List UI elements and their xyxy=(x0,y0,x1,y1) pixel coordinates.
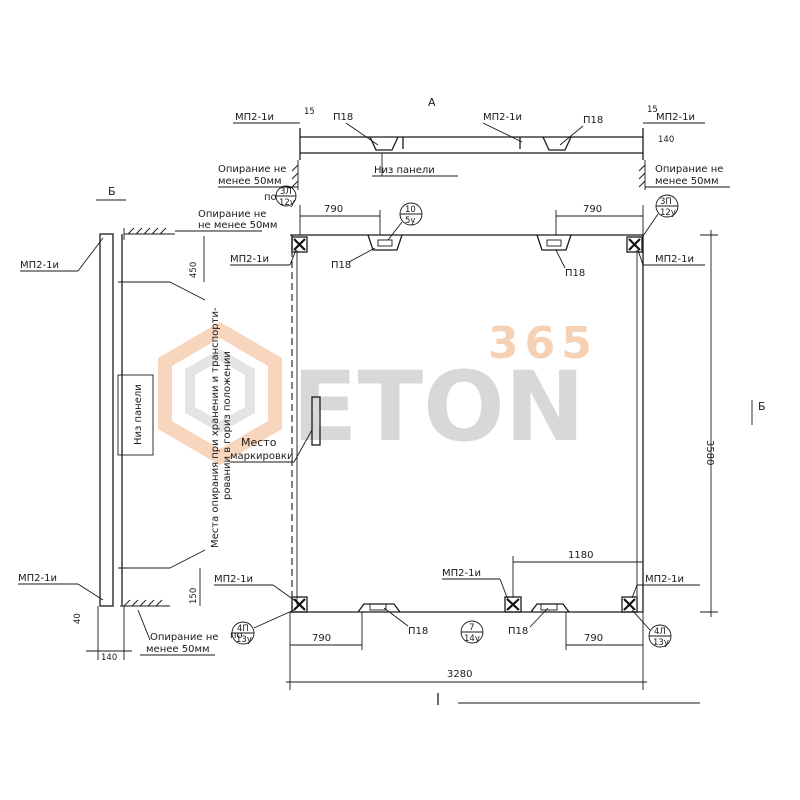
label-mp-main-bm: МП2-1и xyxy=(442,568,481,579)
callout-10-top: 10 xyxy=(405,205,416,215)
section-mark-a: А xyxy=(428,96,436,109)
dim-790-bottom-left: 790 xyxy=(312,633,331,644)
main-elevation: Место маркировки МП2-1и МП2-1и П18 П18 7… xyxy=(214,185,766,705)
callout-3l-top: 3Л xyxy=(280,187,292,197)
watermark-logo-icon xyxy=(158,321,282,466)
callout-7-top: 7 xyxy=(469,623,474,633)
label-mp-main-tl: МП2-1и xyxy=(230,254,269,265)
watermark-number: 365 xyxy=(488,318,598,369)
dim-15-right: 15 xyxy=(647,105,658,115)
dim-790-bottom-right: 790 xyxy=(584,633,603,644)
callout-4p-bottom: 13у xyxy=(236,635,252,645)
label-mp-side-top: МП2-1и xyxy=(20,260,59,271)
label-p18-main-bl: П18 xyxy=(408,626,428,637)
label-support-tl-1: Опирание не xyxy=(218,164,286,175)
callout-4p-13y: 4П 13у xyxy=(231,609,295,645)
label-po-bl: по xyxy=(230,630,243,641)
label-support-side-b2: менее 50мм xyxy=(146,644,210,655)
callout-3p-top: 3П xyxy=(660,197,672,207)
dim-140-side: 140 xyxy=(101,653,117,663)
label-mp-top-mid: МП2-1и xyxy=(483,112,522,123)
callout-7-14y: 7 14у xyxy=(460,620,484,644)
label-bottom-of-panel-side: Низ панели xyxy=(133,384,144,445)
callout-7-bottom: 14у xyxy=(464,634,480,644)
callout-4p-top: 4П xyxy=(237,624,249,634)
dim-790-top-left: 790 xyxy=(324,204,343,215)
label-support-side-b1: Опирание не xyxy=(150,632,218,643)
label-mp-top-right: МП2-1и xyxy=(656,112,695,123)
label-p18-main-tl: П18 xyxy=(331,260,351,271)
label-p18-top-right: П18 xyxy=(583,115,603,126)
label-marking-2: маркировки xyxy=(230,451,293,462)
callout-4l-top: 4Л xyxy=(654,627,666,637)
label-mp-main-br: МП2-1и xyxy=(645,574,684,585)
watermark-word: ETON xyxy=(292,351,585,463)
section-mark-b-right: Б xyxy=(758,400,766,413)
section-a: А МП2-1и 15 П18 МП2-1и П18 МП2-1и 15 140… xyxy=(218,96,730,190)
callout-3p-bottom: 12у xyxy=(660,208,676,218)
callout-4l-bottom: 13у xyxy=(653,638,669,648)
callout-3l-12y: 3Л 12у xyxy=(275,185,297,208)
label-support-side-inline: не менее 50мм xyxy=(198,220,277,231)
dim-150: 150 xyxy=(189,588,199,604)
callout-3p-12y: 3П 12у xyxy=(642,194,679,237)
dim-790-top-right: 790 xyxy=(583,204,602,215)
label-mp-main-bl: МП2-1и xyxy=(214,574,253,585)
watermark: 365 ETON xyxy=(158,318,598,466)
callout-10-5y: 10 5у xyxy=(387,202,423,241)
callout-4l-13y: 4Л 13у xyxy=(631,609,672,648)
dim-3580: 3580 xyxy=(704,440,715,465)
callout-10-bottom: 5у xyxy=(405,216,415,226)
label-mp-top-left: МП2-1и xyxy=(235,112,274,123)
dim-450: 450 xyxy=(189,262,199,278)
label-support-side-top: Опирание не xyxy=(198,209,266,220)
dim-40: 40 xyxy=(73,613,83,624)
dim-1180: 1180 xyxy=(568,550,593,561)
label-support-tr-1: Опирание не xyxy=(655,164,723,175)
label-mp-side-bottom: МП2-1и xyxy=(18,573,57,584)
section-b: Б Низ панели 450 150 Места опирания при … xyxy=(18,185,277,663)
callout-3l-bottom: 12у xyxy=(279,198,295,208)
label-places-line1: Места опирания при хранении и транспорти… xyxy=(210,307,221,548)
label-marking-1: Место xyxy=(241,436,277,449)
label-mp-main-tr: МП2-1и xyxy=(655,254,694,265)
label-po-tl: по xyxy=(264,192,277,203)
dim-15-left: 15 xyxy=(304,107,315,117)
label-p18-main-br: П18 xyxy=(508,626,528,637)
dim-140-top: 140 xyxy=(658,135,674,145)
section-mark-b-left: Б xyxy=(108,185,116,198)
label-places-line2: ровании в гориз положении xyxy=(222,351,233,500)
label-p18-main-tr: П18 xyxy=(565,268,585,279)
dim-3280: 3280 xyxy=(447,669,472,680)
label-support-tr-2: менее 50мм xyxy=(655,176,719,187)
label-p18-top-left: П18 xyxy=(333,112,353,123)
label-support-tl-2: менее 50мм xyxy=(218,176,282,187)
label-bottom-of-panel-top: Низ панели xyxy=(374,165,435,176)
